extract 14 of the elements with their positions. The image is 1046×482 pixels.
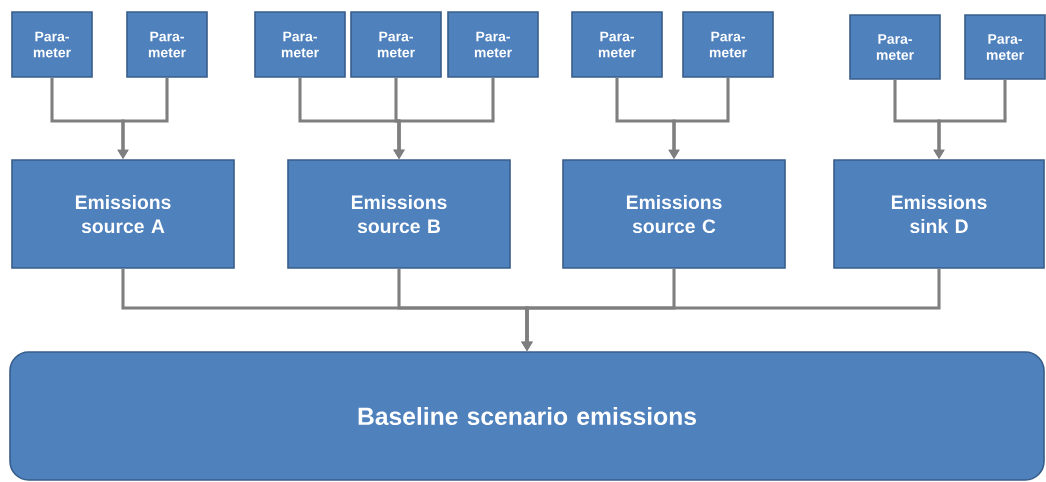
parameter-box: Para-meter — [126, 11, 208, 78]
parameter-box: Para-meter — [254, 11, 346, 78]
parameter-box: Para-meter — [11, 11, 93, 78]
parameter-box: Para-meter — [350, 11, 442, 78]
parameter-box: Para-meter — [849, 14, 941, 80]
emissions-box: Emissions source A — [11, 159, 235, 269]
parameter-box: Para-meter — [447, 11, 539, 78]
parameter-box: Para-meter — [682, 11, 774, 78]
emissions-box: Emissions sink D — [833, 159, 1045, 269]
parameter-box: Para-meter — [571, 11, 663, 78]
emissions-box: Emissions source C — [562, 159, 786, 269]
emissions-box: Emissions source B — [287, 159, 511, 269]
parameter-box: Para-meter — [964, 14, 1046, 80]
baseline-box: Baseline scenario emissions — [9, 351, 1045, 481]
